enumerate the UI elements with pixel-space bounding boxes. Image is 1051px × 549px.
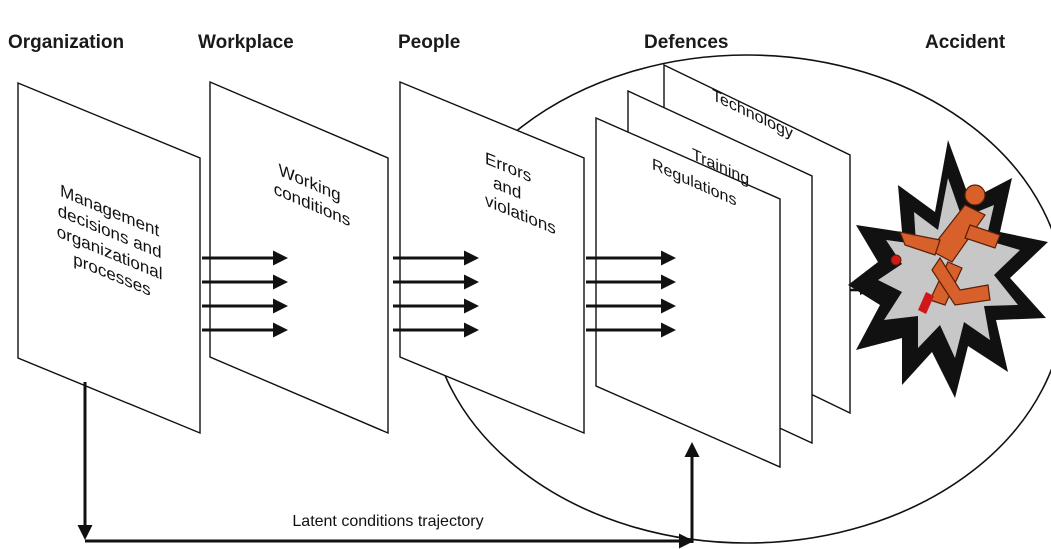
arrows-group-1 <box>202 250 288 338</box>
falling-figure-icon <box>890 184 1001 314</box>
regulations-plane <box>595 116 781 469</box>
header-workplace: Workplace <box>198 32 294 53</box>
latent-trajectory <box>77 382 700 549</box>
header-people: People <box>398 32 460 53</box>
organization-plane <box>17 81 201 435</box>
trajectory-label: Latent conditions trajectory <box>292 513 483 530</box>
people-plane <box>399 80 585 435</box>
header-organization: Organization <box>8 32 124 53</box>
workplace-plane <box>209 80 389 435</box>
header-accident: Accident <box>925 32 1006 53</box>
accident-burst <box>848 140 1048 398</box>
arrows-group-2 <box>393 250 479 338</box>
header-defences: Defences <box>644 32 729 53</box>
arrows-group-3 <box>586 250 676 338</box>
